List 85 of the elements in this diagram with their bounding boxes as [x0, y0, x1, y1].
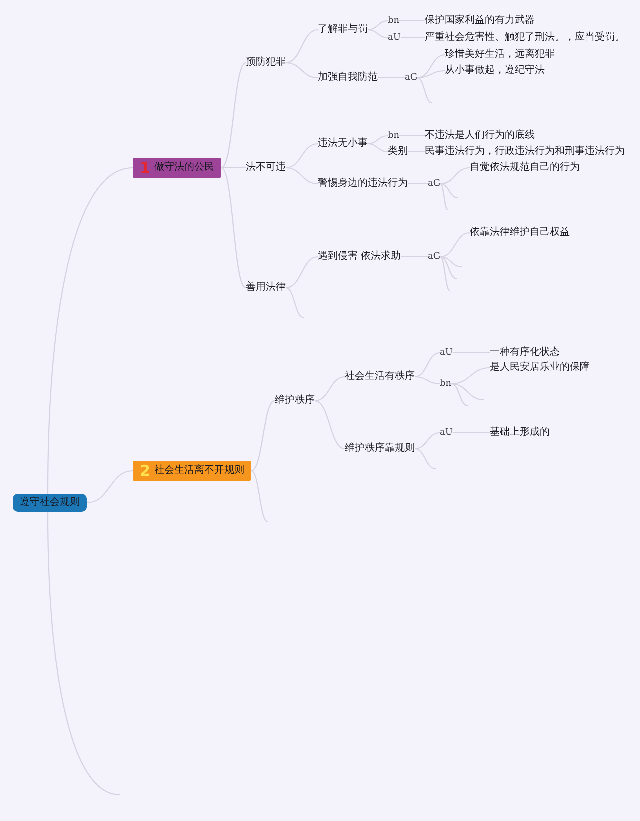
branch-line — [414, 448, 436, 470]
branch-line — [286, 287, 304, 319]
topic-label: 维护秩序靠规则 — [345, 442, 415, 456]
branch-line — [440, 232, 470, 258]
topic-label: 了解罪与罚 — [318, 23, 368, 37]
topic-label: 预防犯罪 — [246, 56, 286, 70]
topic-label: 是人民安居乐业的保障 — [490, 361, 590, 375]
branch-line — [440, 184, 448, 210]
topic-label: 维护秩序 — [275, 394, 315, 408]
branch-line — [251, 470, 268, 522]
branch-line — [286, 256, 318, 289]
tag-text: aG — [428, 177, 441, 191]
tag-text: aU — [440, 426, 453, 440]
topic-label: 民事违法行为，行政违法行为和刑事违法行为 — [425, 145, 625, 159]
branch-line — [221, 62, 246, 168]
branch-line — [414, 432, 440, 450]
branch-line — [452, 432, 490, 434]
topic-label: 一种有序化状态 — [490, 346, 560, 360]
branch-line — [452, 383, 484, 401]
branch-line — [368, 20, 388, 31]
topic-label: 珍惜美好生活，远离犯罪 — [445, 48, 555, 62]
topic-label: 基础上形成的 — [490, 426, 550, 440]
topic-number: 2 — [140, 463, 150, 479]
topic-title: 遵守社会规则 — [20, 496, 80, 510]
topic-number: 1 — [140, 160, 150, 176]
branch-line — [417, 54, 446, 79]
branch-line — [286, 143, 318, 169]
tag-text: aG — [405, 71, 418, 85]
main-topic-box — [133, 461, 252, 481]
tag-text: aG — [428, 250, 441, 264]
topic-label: 违法无小事 — [318, 137, 368, 151]
branch-line — [400, 37, 425, 39]
branch-line — [400, 20, 425, 22]
branch-line — [286, 29, 318, 64]
topic-title: 社会生活离不开规则 — [154, 464, 244, 478]
root-topic-box — [13, 494, 87, 512]
topic-label: 依靠法律维护自己权益 — [470, 226, 570, 240]
branch-line — [286, 62, 318, 79]
branch-line — [417, 77, 432, 104]
topic-label: 不违法是人们行为的底线 — [425, 129, 535, 143]
branch-line — [452, 352, 490, 354]
branch-line — [401, 256, 428, 258]
branch-line — [221, 167, 246, 169]
topic-title: 做守法的公民 — [154, 161, 214, 175]
branch-line — [451, 383, 468, 407]
tag-text: bn — [388, 14, 400, 28]
branch-line — [251, 400, 276, 472]
branch-line — [368, 143, 388, 153]
branch-line — [440, 256, 462, 268]
topic-label: 类别 — [388, 145, 408, 159]
branch-line — [368, 29, 388, 39]
branch-line — [440, 183, 458, 199]
branch-line — [400, 135, 425, 137]
tag-text: aU — [440, 346, 453, 360]
topic-label: 从小事做起，遵纪守法 — [445, 64, 545, 78]
branch-line — [414, 352, 440, 378]
branch-line — [314, 376, 346, 402]
branch-line — [286, 167, 318, 185]
branch-line — [368, 135, 388, 145]
branch-line — [221, 168, 246, 288]
branch-line — [47, 512, 120, 796]
topic-label: 善用法律 — [246, 281, 286, 295]
topic-label: 自觉依法规范自己的行为 — [470, 161, 580, 175]
branch-line — [440, 256, 450, 292]
branch-line — [440, 256, 458, 280]
branch-line — [408, 151, 425, 153]
branch-line — [414, 376, 440, 385]
tag-text: aU — [388, 31, 401, 45]
branch-line — [314, 400, 346, 450]
branch-line — [418, 70, 446, 79]
topic-label: 警惕身边的违法行为 — [318, 177, 408, 191]
branch-line — [47, 167, 134, 494]
topic-label: 社会生活有秩序 — [345, 370, 415, 384]
tag-text: bn — [388, 129, 400, 143]
tag-text: bn — [440, 377, 452, 391]
topic-label: 严重社会危害性、触犯了刑法。，应当受罚。 — [425, 31, 625, 45]
branch-line — [440, 167, 470, 185]
topic-label: 法不可违 — [246, 161, 286, 175]
main-topic-box — [133, 158, 222, 178]
branch-line — [378, 77, 405, 79]
topic-label: 遇到侵害 依法求助 — [318, 250, 402, 264]
branch-line — [408, 183, 428, 185]
topic-label: 加强自我防范 — [318, 71, 378, 85]
topic-label: 保护国家利益的有力武器 — [425, 14, 535, 28]
branch-line — [86, 470, 134, 504]
